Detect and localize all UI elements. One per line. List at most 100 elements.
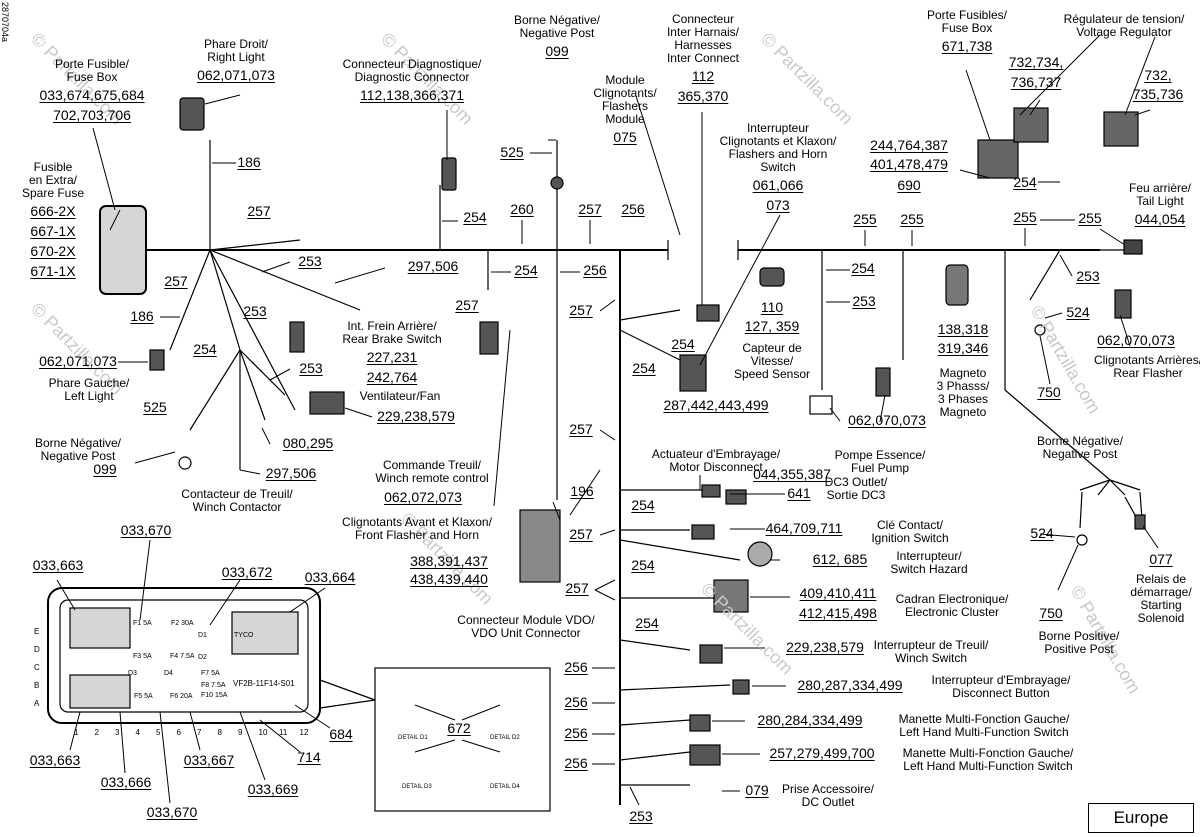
label-line: Borne Négative/ <box>513 13 601 27</box>
wire-ref-number: 254 <box>671 336 695 352</box>
wire-ref-number: 690 <box>897 177 921 193</box>
label-line: Phare Gauche/ <box>48 376 130 390</box>
label-line: Prise Accessoire/ <box>781 782 875 796</box>
label-line: Electronic Cluster <box>904 605 1000 619</box>
label-dc3-outlet: DC3 Outlet/Sortie DC3 <box>825 476 888 502</box>
label-line: Clé Contact/ <box>876 518 944 532</box>
wire-ref-number: 257 <box>569 302 593 318</box>
label-line: Int. Frein Arrière/ <box>347 319 437 333</box>
label-front-flasher-horn: Clignotants Avant et Klaxon/Front Flashe… <box>342 516 492 542</box>
label-line: Porte Fusible/ <box>54 57 130 71</box>
label-line: Switch <box>760 160 796 174</box>
wire-ref-number: 254 <box>193 341 217 357</box>
wire-ref-number: 255 <box>900 211 924 227</box>
label-diag-connector: Connecteur Diagnostique/Diagnostic Conne… <box>343 58 482 104</box>
label-line: Interrupteur d'Embrayage/ <box>931 673 1071 687</box>
label-line: Manette Multi-Fonction Gauche/ <box>898 712 1070 726</box>
label-line: Starting <box>1140 598 1182 612</box>
fuse-col-number: 9 <box>238 728 243 737</box>
wire-ref-number: 033,669 <box>247 781 299 797</box>
label-line: Borne Positive/ <box>1038 629 1120 643</box>
wire-ref-number: 253 <box>852 293 876 309</box>
wire-ref-number: 256 <box>564 694 588 710</box>
label-line: Fuse Box <box>66 70 118 84</box>
wire-ref-number: 062,072,073 <box>384 489 462 505</box>
fuse-label: F10 15A <box>201 692 228 699</box>
wire-ref-number: 524 <box>1030 525 1054 541</box>
label-lh-switch-1: Manette Multi-Fonction Gauche/Left Hand … <box>899 713 1070 739</box>
wire-ref-number: 750 <box>1037 384 1061 400</box>
wire-ref-number: 297,506 <box>407 258 459 274</box>
fuse-col-number: 4 <box>135 728 140 737</box>
fuse-col-number: 8 <box>217 728 222 737</box>
label-fuel-pump: Pompe Essence/Fuel Pump <box>835 449 926 475</box>
fuse-box-part-label: VF2B-11F14-S01 <box>233 679 295 688</box>
label-line: DC Outlet <box>801 795 855 809</box>
label-line: Switch Hazard <box>890 562 968 576</box>
region-label: Europe <box>1088 803 1194 833</box>
label-line: Porte Fusibles/ <box>926 8 1008 22</box>
part-ref: 242,764 <box>366 369 418 385</box>
wire-ref-number: 033,666 <box>100 774 152 790</box>
wire-ref-number: 079 <box>745 782 769 798</box>
label-line: Left Hand Multi-Function Switch <box>903 759 1073 773</box>
wire-ref-number: 464,709,711 <box>765 520 843 536</box>
wire-ref-number: 280,284,334,499 <box>757 712 863 728</box>
label-line: Borne Négative/ <box>1036 434 1124 448</box>
wire-ref-number: 641 <box>787 485 811 501</box>
label-line: Diagnostic Connector <box>354 70 470 84</box>
wire-ref-number: 257,279,499,700 <box>769 745 875 761</box>
label-line: Motor Disconnect <box>669 460 763 474</box>
fuse-label: F3 5A <box>133 653 152 660</box>
wire-ref-number: 257 <box>569 421 593 437</box>
wire-ref-number: 257 <box>455 297 479 313</box>
label-line: Negative Post <box>519 26 595 40</box>
label-line: Negative Post <box>1042 447 1118 461</box>
wire-ref-number: 438,439,440 <box>410 571 488 587</box>
wire-ref-number: 253 <box>298 253 322 269</box>
label-line: Positive Post <box>1044 642 1114 656</box>
label-line: Clignotants Arrières/ <box>1093 353 1200 367</box>
wire-ref-number: 257 <box>164 273 188 289</box>
fuse-label: F4 7.5A <box>170 653 195 660</box>
label-line: DC3 Outlet/ <box>824 475 888 489</box>
part-ref: 702,703,706 <box>53 107 131 123</box>
label-line: Rear Brake Switch <box>342 332 442 346</box>
fuse-col-number: 11 <box>279 728 288 737</box>
label-line: Commande Treuil/ <box>382 458 482 472</box>
label-line: Connecteur <box>671 12 735 26</box>
wire-ref-number: 186 <box>130 308 154 324</box>
label-line: Actuateur d'Embrayage/ <box>651 447 781 461</box>
detail-caption: DETAIL D2 <box>490 735 520 741</box>
label-line: en Extra/ <box>28 173 78 187</box>
wire-ref-number: 033,670 <box>146 804 198 820</box>
wire-ref-number: 254 <box>851 260 875 276</box>
label-line: Ignition Switch <box>871 531 949 545</box>
fuse-row-letter: B <box>34 681 40 690</box>
label-line: Disconnect Button <box>952 686 1050 700</box>
fuse-label: D4 <box>164 670 173 677</box>
wire-ref-number: 253 <box>1076 268 1100 284</box>
wire-ref-number: 732, <box>1144 67 1172 83</box>
wire-ref-number: 412,415,498 <box>799 605 877 621</box>
label-line: Connecteur Diagnostique/ <box>342 57 482 71</box>
label-line: 3 Phasss/ <box>936 379 990 393</box>
label-winch-contactor: Contacteur de Treuil/Winch Contactor <box>181 488 292 514</box>
part-ref: 671-1X <box>30 263 76 279</box>
wire-ref-number: 524 <box>1066 304 1090 320</box>
wire-ref-number: 401,478,479 <box>870 156 948 172</box>
label-neg-post-right: Borne Négative/Negative Post <box>1037 435 1123 461</box>
part-ref: 365,370 <box>677 88 729 104</box>
wire-ref-number: 257 <box>247 203 271 219</box>
label-line: Fuel Pump <box>850 461 910 475</box>
label-line: 3 Phases <box>937 392 989 406</box>
label-line: Inter Harnais/ <box>666 25 740 39</box>
label-line: Vitesse/ <box>750 354 794 368</box>
label-line: Right Light <box>207 50 265 64</box>
label-electronic-cluster: Cadran Electronique/Electronic Cluster <box>896 593 1009 619</box>
label-line: Spare Fuse <box>21 186 85 200</box>
label-motor-disconnect: Actuateur d'Embrayage/Motor Disconnect <box>652 448 780 474</box>
fuse-col-number: 10 <box>258 728 268 737</box>
